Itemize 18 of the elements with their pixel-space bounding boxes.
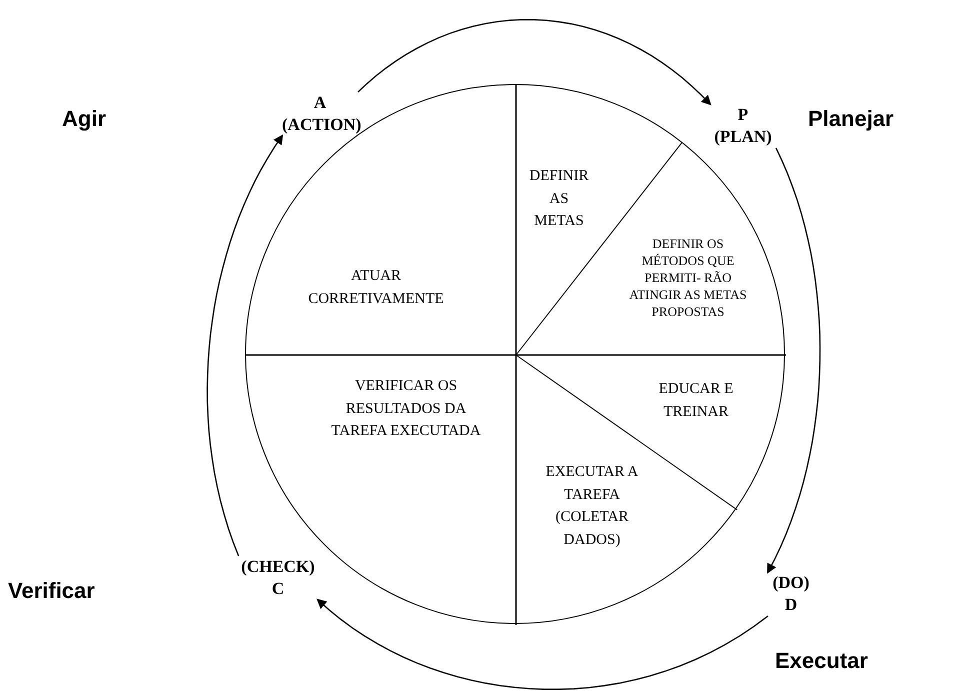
cycle-arrow (206, 134, 284, 556)
cycle-sector-text: VERIFICAR OS RESULTADOS DA TAREFA EXECUTADA (326, 375, 486, 442)
cycle-sector-text: DEFINIR OS MÉTODOS QUE PERMITI- RÃO ATINGIR AS METAS PROPOSTAS (622, 235, 754, 320)
cycle-sector-text: DEFINIR AS METAS (524, 165, 594, 232)
phase-name: Executar (775, 647, 868, 675)
phase-name: Planejar (808, 105, 894, 133)
phase-label: (DO) D (768, 572, 814, 616)
phase-label: A (ACTION) (282, 92, 358, 136)
cycle-sector-text: EDUCAR E TREINAR (646, 378, 746, 423)
cycle-sector-text: EXECUTAR A TAREFA (COLETAR DADOS) (536, 461, 648, 551)
phase-name: Verificar (8, 577, 95, 605)
cycle-sector-text: ATUAR CORRETIVAMENTE (291, 265, 461, 310)
phase-label: (CHECK) C (238, 556, 318, 600)
cycle-arrow (358, 18, 712, 106)
cycle-arrow (316, 598, 768, 690)
phase-label: P (PLAN) (710, 104, 776, 148)
cycle-arrow (767, 148, 821, 574)
phase-name: Agir (62, 105, 106, 133)
